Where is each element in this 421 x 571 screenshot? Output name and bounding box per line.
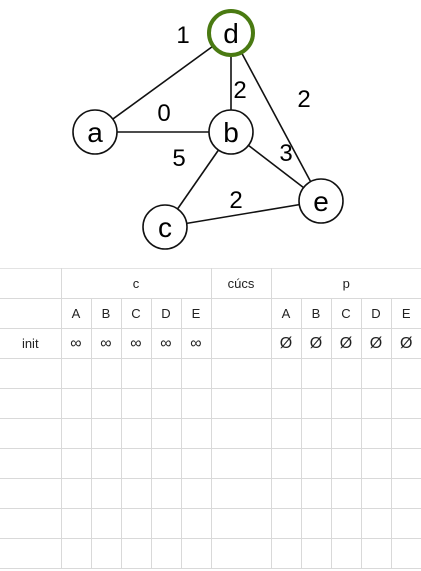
table-row-empty — [0, 418, 421, 449]
table-row-empty — [0, 358, 421, 389]
table-row-init: init ∞ ∞ ∞ ∞ ∞ Ø Ø Ø Ø Ø — [0, 328, 421, 359]
column-header-p-a: A — [270, 298, 302, 329]
cell-c-b: ∞ — [90, 328, 122, 359]
cell-p-c: Ø — [330, 328, 362, 359]
column-header-p-d: D — [360, 298, 392, 329]
table-row-empty — [0, 448, 421, 479]
node-label-a: a — [87, 117, 103, 148]
cell-p-d: Ø — [360, 328, 392, 359]
edge-weight-a-b: 0 — [157, 100, 170, 127]
column-header-p-b: B — [300, 298, 332, 329]
node-label-e: e — [313, 186, 329, 217]
edge-weight-b-e: 3 — [279, 140, 292, 167]
node-d: d — [207, 9, 255, 57]
group-header-c: c — [60, 268, 212, 299]
row-label-init: init — [0, 328, 62, 359]
node-c: c — [142, 204, 188, 250]
group-header-cucs: cúcs — [210, 268, 272, 299]
cell-p-a: Ø — [270, 328, 302, 359]
column-header-c-d: D — [150, 298, 182, 329]
cell-c-a: ∞ — [60, 328, 92, 359]
cell-c-e: ∞ — [180, 328, 212, 359]
edge-a-d — [94, 32, 232, 133]
edge-weight-c-e: 2 — [229, 187, 242, 214]
table-cell — [210, 298, 272, 329]
edge-c-e — [164, 200, 322, 228]
graph-diagram: 1 0 2 2 5 3 2 d a b c e — [72, 9, 344, 250]
table-row-empty — [0, 538, 421, 569]
node-a: a — [72, 109, 118, 155]
cell-c-c: ∞ — [120, 328, 152, 359]
cell-cucs — [210, 328, 272, 359]
edge-weight-b-c: 5 — [172, 145, 185, 172]
node-label-d: d — [223, 18, 239, 49]
node-e: e — [298, 178, 344, 224]
column-header-p-e: E — [390, 298, 421, 329]
node-label-b: b — [223, 117, 239, 148]
table-row-empty — [0, 388, 421, 419]
cell-c-d: ∞ — [150, 328, 182, 359]
table-row-empty — [0, 508, 421, 539]
dijkstra-table: c cúcs p A B C D E A B C D E init ∞ ∞ ∞ … — [0, 268, 421, 569]
edge-weight-d-e: 2 — [297, 86, 310, 113]
column-header-c-b: B — [90, 298, 122, 329]
edge-weight-a-d: 1 — [176, 22, 189, 49]
table-group-header-row: c cúcs p — [0, 268, 421, 299]
table-column-header-row: A B C D E A B C D E — [0, 298, 421, 329]
node-b: b — [208, 109, 254, 155]
column-header-c-e: E — [180, 298, 212, 329]
table-corner-cell — [0, 268, 62, 299]
cell-p-b: Ø — [300, 328, 332, 359]
edge-weight-d-b: 2 — [233, 77, 246, 104]
edge-d-e — [230, 32, 322, 202]
table-row-empty — [0, 478, 421, 509]
column-header-c-c: C — [120, 298, 152, 329]
table-cell — [0, 298, 62, 329]
cell-p-e: Ø — [390, 328, 421, 359]
node-label-c: c — [158, 212, 172, 243]
column-header-p-c: C — [330, 298, 362, 329]
column-header-c-a: A — [60, 298, 92, 329]
group-header-p: p — [270, 268, 421, 299]
